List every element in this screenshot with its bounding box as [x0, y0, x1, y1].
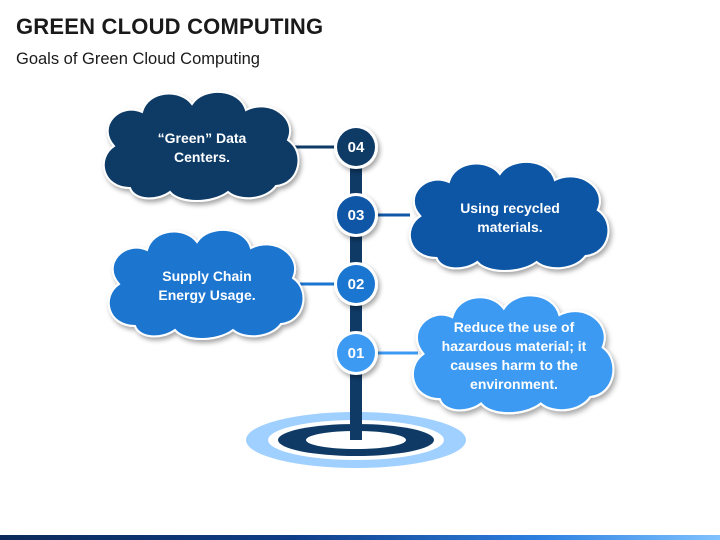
- step-number-03: 03: [347, 206, 365, 224]
- step-circle-04: [337, 128, 375, 166]
- step-circle-01: [337, 334, 375, 372]
- cloud-text-02: Supply Chain Energy Usage.: [158, 268, 256, 303]
- cloud-text-04: “Green” Data Centers.: [157, 130, 247, 165]
- step-number-02: 02: [347, 275, 365, 293]
- step-circle-03: [337, 196, 375, 234]
- step-circle-02: [337, 265, 375, 303]
- page-title: GREEN CLOUD COMPUTING: [16, 14, 324, 39]
- cloud-text-03: Using recycled materials.: [460, 200, 560, 235]
- cloud-text-01: Reduce the use of hazardous material; it…: [441, 319, 587, 392]
- step-number-01: 01: [347, 344, 365, 362]
- step-circles: [334, 125, 378, 375]
- bottom-accent-bar: [0, 535, 720, 540]
- step-number-04: 04: [347, 138, 365, 156]
- page-subtitle: Goals of Green Cloud Computing: [16, 50, 260, 68]
